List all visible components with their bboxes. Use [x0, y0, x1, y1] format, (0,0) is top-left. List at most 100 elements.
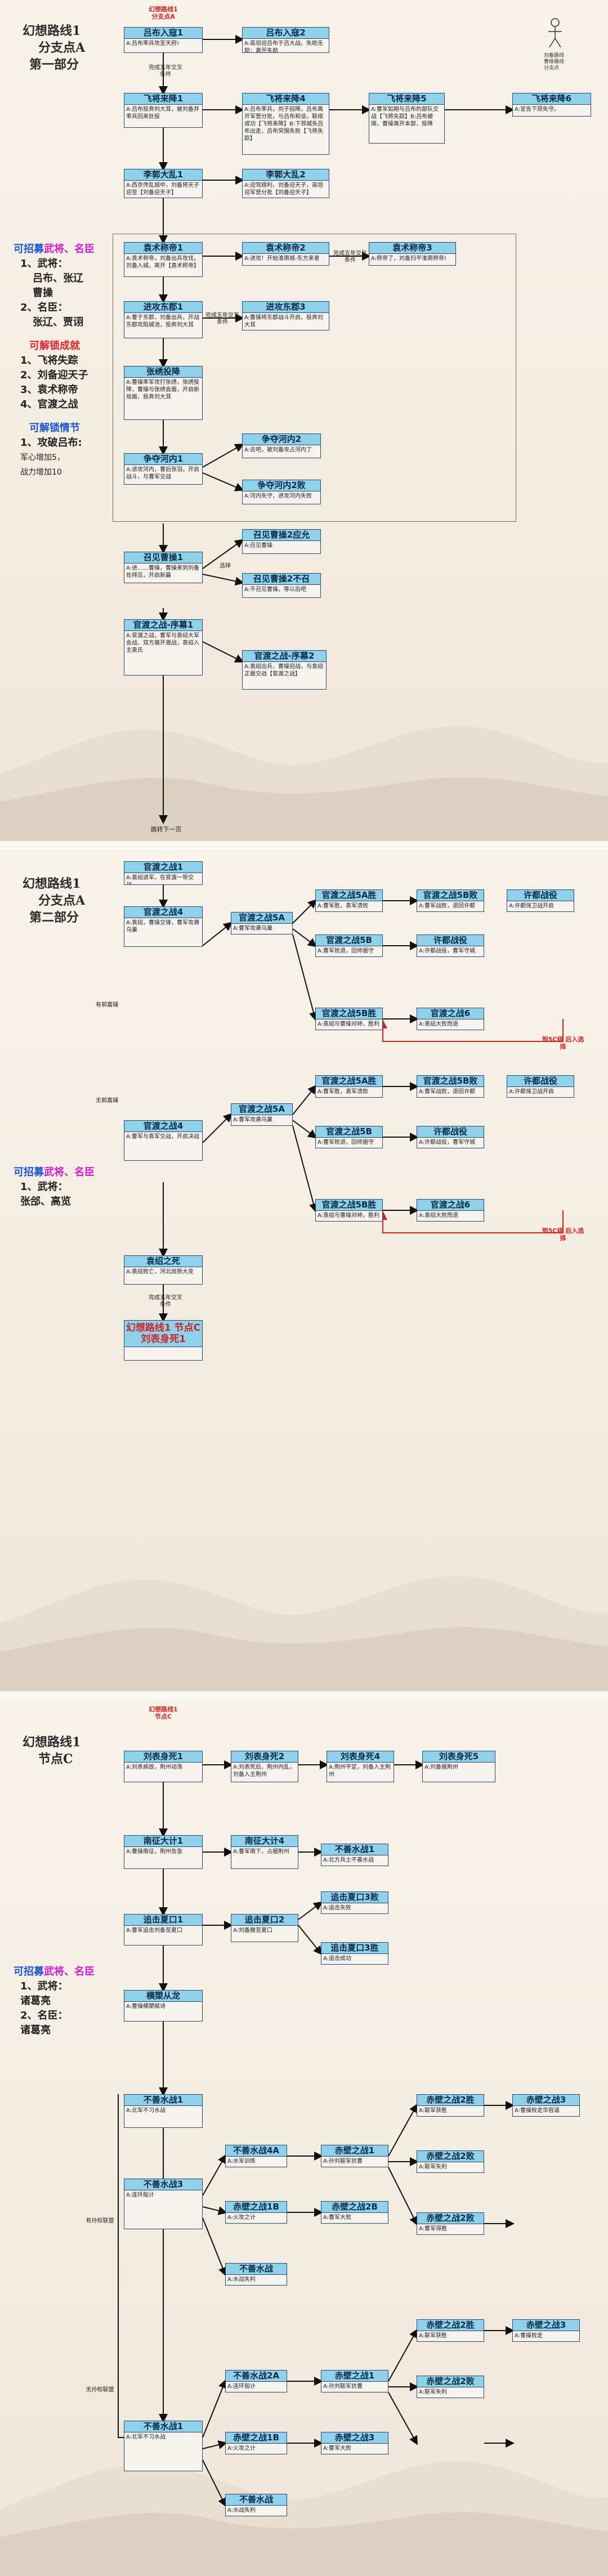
edge-label: 无郭嘉辅 — [96, 1098, 118, 1104]
start-tag: 幻想路线1 分支点A — [149, 6, 178, 20]
page-2-side-panel: 可招募武将、名臣 1、武将： 张郃、高览 — [14, 1166, 95, 1208]
mountain-background — [0, 1576, 608, 1691]
page-3-side-panel: 可招募武将、名臣 1、武将： 诸葛亮 2、名臣： 诸葛亮 — [14, 1966, 95, 2036]
group-frame — [113, 234, 516, 522]
page-separator — [0, 841, 608, 850]
person-icon — [548, 18, 562, 48]
page-footer: 跳转下一页 — [150, 826, 182, 833]
mountain-background — [0, 2461, 608, 2576]
edge-label: 完成五年交叉条件 — [333, 251, 367, 263]
red-note: 到5C级 后入选择 — [542, 1227, 584, 1242]
edge-label: 完成五年交叉条件 — [149, 1295, 182, 1308]
edge-label: 有孙权联盟 — [86, 2218, 114, 2224]
edge-label: 有郭嘉辅 — [96, 1002, 118, 1008]
page-2-title: 幻想路线1 分支点A 第二部分 — [23, 876, 86, 925]
mountain-background — [0, 726, 608, 841]
legend: 刘备路线 曹操路线 分支点 — [544, 17, 566, 71]
page-separator — [0, 1691, 608, 1700]
edge-label: 完成五年交叉条件 — [205, 312, 239, 325]
edge-label: 选择 — [220, 563, 231, 569]
page-1-side-panel: 可招募武将、名臣 1、武将： 吕布、张辽 曹操 2、名臣： 张辽、贾诩 可解锁成… — [14, 243, 95, 477]
edge-label: 无孙权联盟 — [86, 2387, 114, 2393]
node-p2n21[interactable]: 幻想路线1 节点C 刘表身死1 — [124, 1320, 203, 1361]
page-1-title: 幻想路线1 分支点A 第一部分 — [23, 24, 86, 72]
page-2 — [0, 850, 608, 1691]
